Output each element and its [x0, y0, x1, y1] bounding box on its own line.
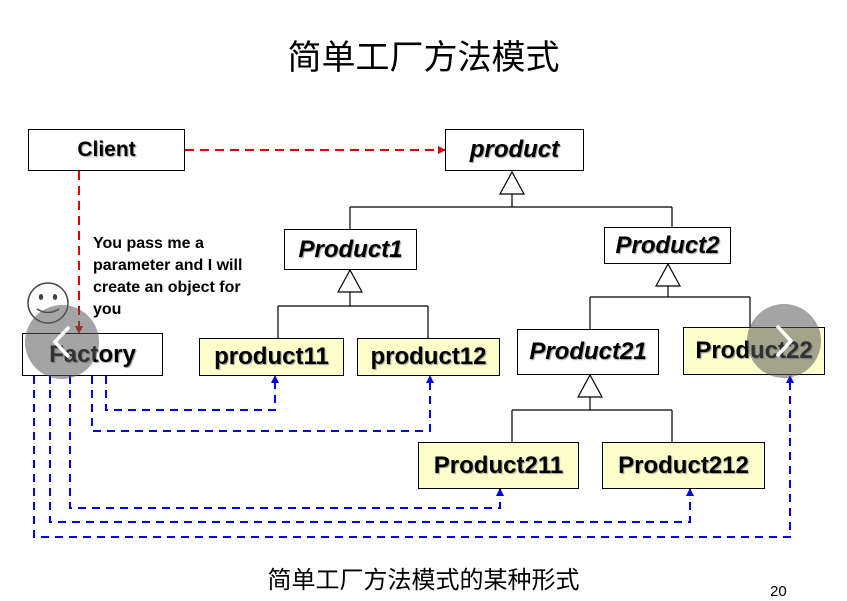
product12-box: product12 [357, 338, 500, 376]
prev-slide-button[interactable] [25, 305, 99, 379]
factory-to-product212-arrow [49, 376, 694, 523]
product212-box: Product212 [602, 442, 765, 489]
client-box: Client [28, 129, 185, 171]
slide-caption: 简单工厂方法模式的某种形式 [267, 566, 580, 594]
product211-box: Product211 [418, 442, 579, 489]
factory-to-product12-arrow [91, 375, 434, 432]
chevron-right-icon [776, 325, 793, 357]
inheritance-triangle-product2 [654, 262, 682, 287]
chevron-left-icon [53, 326, 70, 358]
page-number: 20 [770, 583, 787, 600]
factory-to-product11-arrow [105, 375, 279, 411]
inheritance-triangle-product21 [576, 373, 604, 398]
inheritance-product2 [589, 286, 751, 329]
product1-box: Product1 [284, 229, 417, 270]
inheritance-triangle-product1 [336, 268, 364, 293]
product2-box: Product2 [604, 227, 731, 264]
product-interface-box: product [445, 129, 584, 171]
inheritance-product [349, 194, 673, 229]
factory-to-product22-arrow [33, 375, 794, 538]
product11-box: product11 [199, 338, 344, 376]
inheritance-triangle-product [498, 170, 526, 195]
next-slide-button[interactable] [747, 304, 821, 378]
product21-box: Product21 [517, 329, 659, 375]
inheritance-product21 [511, 397, 673, 442]
factory-note: You pass me a parameter and I will creat… [93, 235, 243, 318]
slide-title: 简单工厂方法模式 [287, 38, 560, 78]
inheritance-product1 [277, 292, 429, 338]
